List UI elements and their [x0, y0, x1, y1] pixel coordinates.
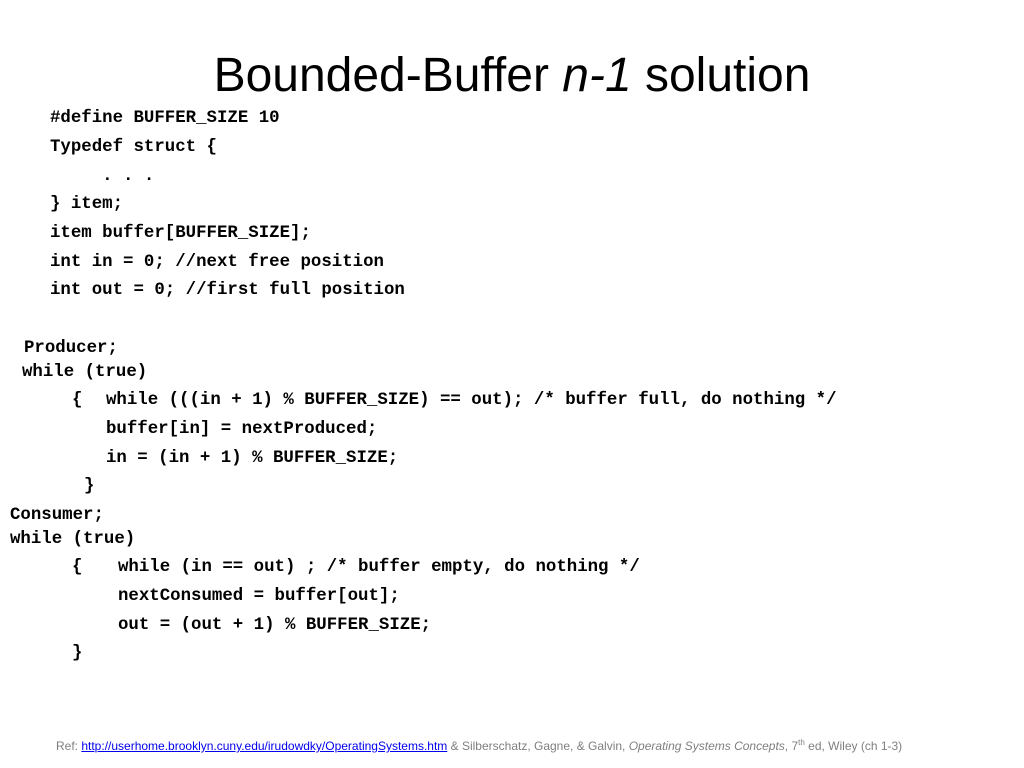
title-suffix: solution — [631, 49, 811, 102]
ref-prefix: Ref: — [56, 739, 82, 753]
consumer-close-brace: } — [72, 644, 83, 663]
producer-close-brace: } — [84, 477, 95, 496]
consumer-open-brace: { — [72, 558, 83, 577]
ref-edition-suffix: th — [798, 738, 805, 747]
in-declaration-line: int in = 0; //next free position — [50, 253, 384, 272]
consumer-wait-line: while (in == out) ; /* buffer empty, do … — [118, 558, 640, 577]
ref-authors: & Silberschatz, Gagne, & Galvin, — [447, 739, 629, 753]
buffer-declaration-line: item buffer[BUFFER_SIZE]; — [50, 224, 311, 243]
producer-wait-line: while (((in + 1) % BUFFER_SIZE) == out);… — [106, 391, 837, 410]
reference-footer: Ref: http://userhome.brooklyn.cuny.edu/i… — [56, 738, 903, 754]
out-declaration-line: int out = 0; //first full position — [50, 281, 405, 300]
producer-store-line: buffer[in] = nextProduced; — [106, 420, 378, 439]
define-buffer-size-line: #define BUFFER_SIZE 10 — [50, 109, 280, 128]
producer-open-brace: { — [72, 391, 83, 410]
title-italic: n-1 — [562, 49, 632, 102]
ref-edition: , 7 — [784, 739, 799, 753]
consumer-take-line: nextConsumed = buffer[out]; — [118, 587, 400, 606]
ref-book-title: Operating Systems Concepts — [628, 739, 785, 753]
consumer-heading: Consumer; — [10, 506, 104, 525]
struct-ellipsis-line: . . . — [50, 167, 155, 186]
ref-publisher: ed, Wiley (ch 1-3) — [804, 739, 903, 753]
title-prefix: Bounded-Buffer — [213, 49, 563, 102]
consumer-while-line: while (true) — [10, 530, 136, 549]
slide-title: Bounded-Buffer n-1 solution — [0, 46, 1024, 106]
consumer-advance-line: out = (out + 1) % BUFFER_SIZE; — [118, 616, 432, 635]
producer-heading: Producer; — [24, 339, 118, 358]
reference-link[interactable]: http://userhome.brooklyn.cuny.edu/irudow… — [81, 739, 448, 753]
typedef-struct-line: Typedef struct { — [50, 138, 217, 157]
struct-close-line: } item; — [50, 195, 124, 214]
producer-advance-line: in = (in + 1) % BUFFER_SIZE; — [106, 449, 399, 468]
producer-while-line: while (true) — [22, 363, 148, 382]
